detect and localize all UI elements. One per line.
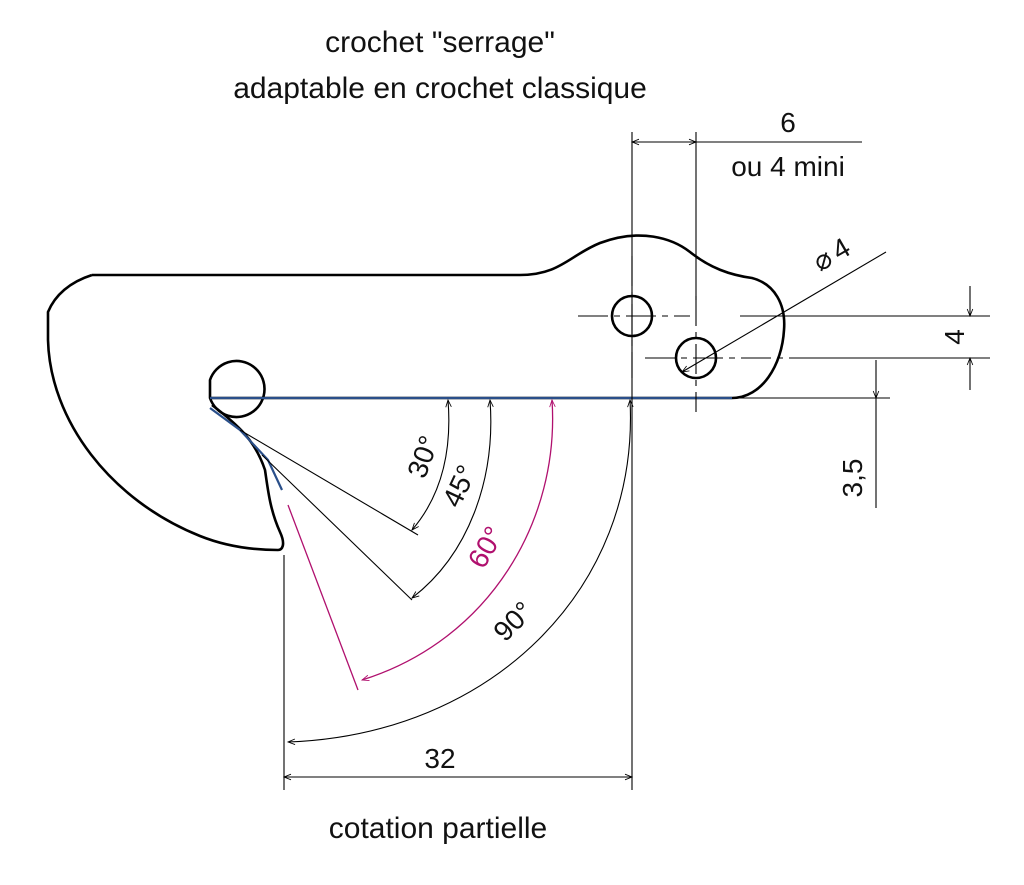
dim-diameter	[681, 251, 887, 373]
angle-label-60: 60°	[462, 521, 510, 573]
dim-vertical-spacing-value: 4	[939, 329, 970, 345]
title-line-1: crochet "serrage"	[325, 26, 555, 59]
dim-bottom-offset	[735, 360, 890, 508]
dim-top-offset-alt: ou 4 mini	[731, 151, 845, 182]
angle-rays	[239, 429, 419, 691]
dim-top-offset-value: 6	[780, 107, 796, 138]
hook-outline	[46, 234, 786, 552]
title-line-2: adaptable en crochet classique	[233, 72, 647, 105]
angle-label-90: 90°	[487, 595, 539, 647]
dim-total-length	[282, 555, 634, 790]
dim-top-offset	[630, 132, 862, 790]
dim-total-length-value: 32	[424, 743, 455, 774]
caption: cotation partielle	[329, 812, 547, 845]
dim-vertical-spacing	[740, 286, 990, 390]
edge-hook	[209, 407, 283, 491]
angle-arcs	[286, 398, 634, 745]
dim-bottom-offset-value: 3,5	[837, 459, 868, 498]
angle-label-30: 30°	[401, 432, 445, 482]
